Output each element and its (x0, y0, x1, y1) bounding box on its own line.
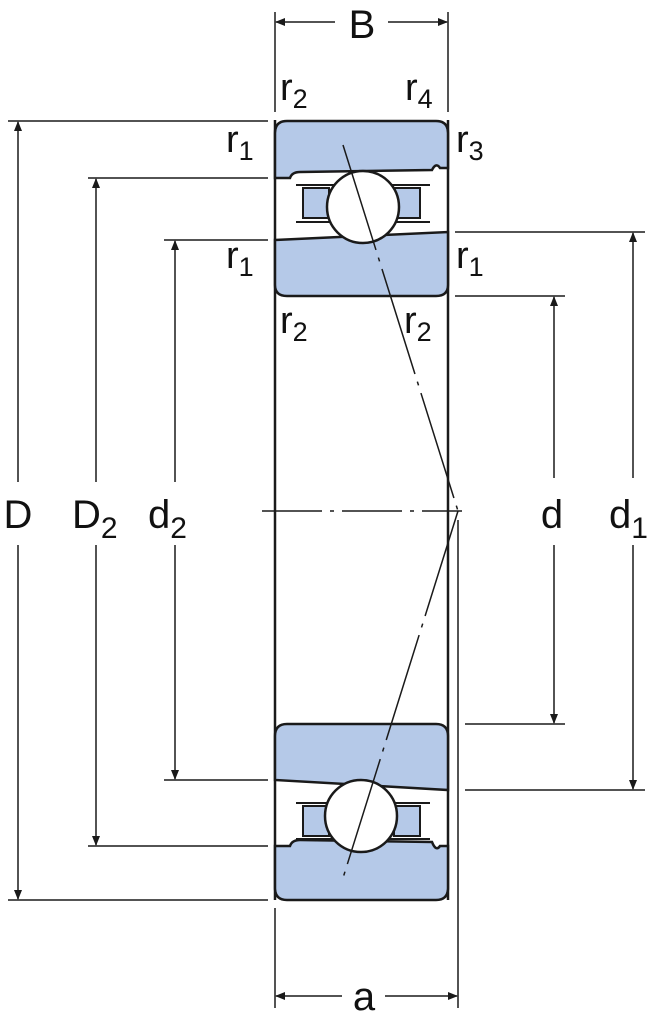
label-D2: D2 (72, 493, 118, 545)
upper-contact-line (342, 144, 459, 512)
upper-outer-ring (273, 119, 450, 180)
upper-inner-ring (273, 230, 450, 298)
label-D2-main: D (72, 493, 101, 537)
radius-label-low-left: r2 (280, 300, 308, 347)
label-d2: d2 (148, 493, 187, 545)
label-a: a (353, 975, 376, 1019)
label-d1: d1 (609, 493, 648, 545)
label-d1-main: d (609, 493, 631, 537)
label-d1-sub: 1 (631, 512, 648, 545)
radius-label-upper-left: r1 (226, 119, 254, 166)
radius-label-top-right: r4 (405, 67, 433, 114)
label-d: d (541, 493, 563, 537)
radius-label-mid-left: r1 (226, 235, 254, 282)
label-B: B (349, 3, 376, 47)
label-d2-main: d (148, 493, 170, 537)
radius-label-low-right: r2 (404, 300, 432, 347)
label-D2-sub: 2 (101, 512, 118, 545)
radius-label-top-left: r2 (280, 67, 308, 114)
radius-label-upper-right: r3 (456, 119, 484, 166)
label-d2-sub: 2 (170, 512, 187, 545)
center-lines (262, 144, 462, 879)
lower-outer-ring (273, 838, 450, 902)
radius-label-mid-right: r1 (456, 235, 484, 282)
dimension-labels: B a D D2 d2 d d1 (4, 3, 648, 1019)
radius-labels: r2 r4 r1 r3 r1 r1 r2 r2 (226, 67, 484, 347)
upper-cage-left (302, 187, 330, 219)
dimension-arrows (14, 18, 637, 1000)
extension-lines (8, 12, 645, 1008)
lower-inner-ring (273, 722, 450, 792)
lower-contact-line (342, 510, 459, 879)
label-D: D (4, 493, 33, 537)
lower-ball (323, 778, 399, 854)
